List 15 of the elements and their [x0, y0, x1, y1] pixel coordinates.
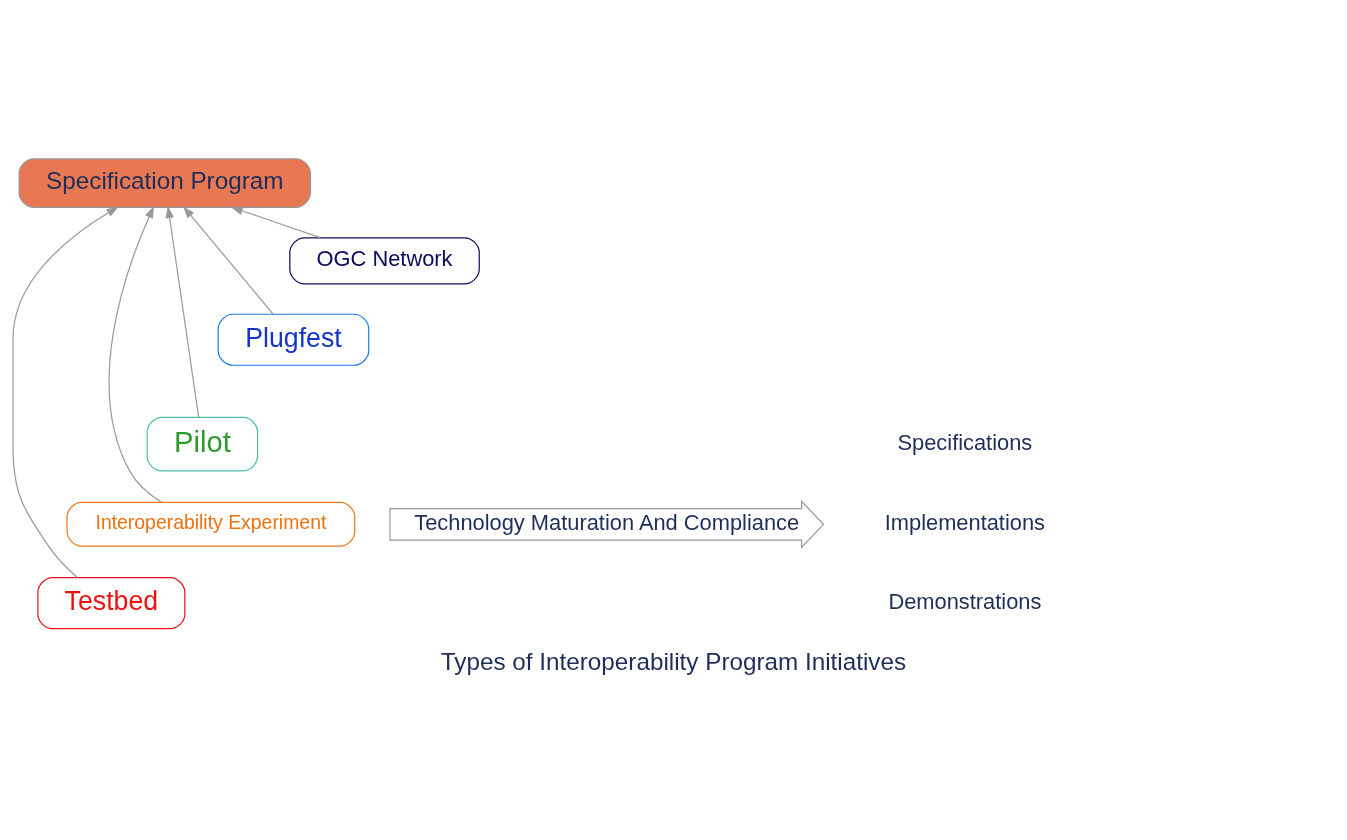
caption: Types of Interoperability Program Initiatives [440, 647, 907, 675]
arrow [165, 205, 200, 418]
arrow [108, 205, 163, 503]
node-box: Specification Program [18, 157, 312, 208]
arrow [12, 206, 119, 578]
label: Specifications [897, 429, 1033, 455]
node-box: Interoperability Experiment [66, 501, 356, 547]
label: Demonstrations [888, 588, 1042, 614]
label: Implementations [884, 509, 1046, 535]
node-box: Pilot [146, 416, 259, 471]
node-box: Plugfest [217, 313, 370, 366]
arrow [230, 206, 321, 238]
arrow [183, 205, 274, 315]
node-box: Testbed [37, 576, 186, 629]
node-box: OGC Network [289, 236, 480, 284]
